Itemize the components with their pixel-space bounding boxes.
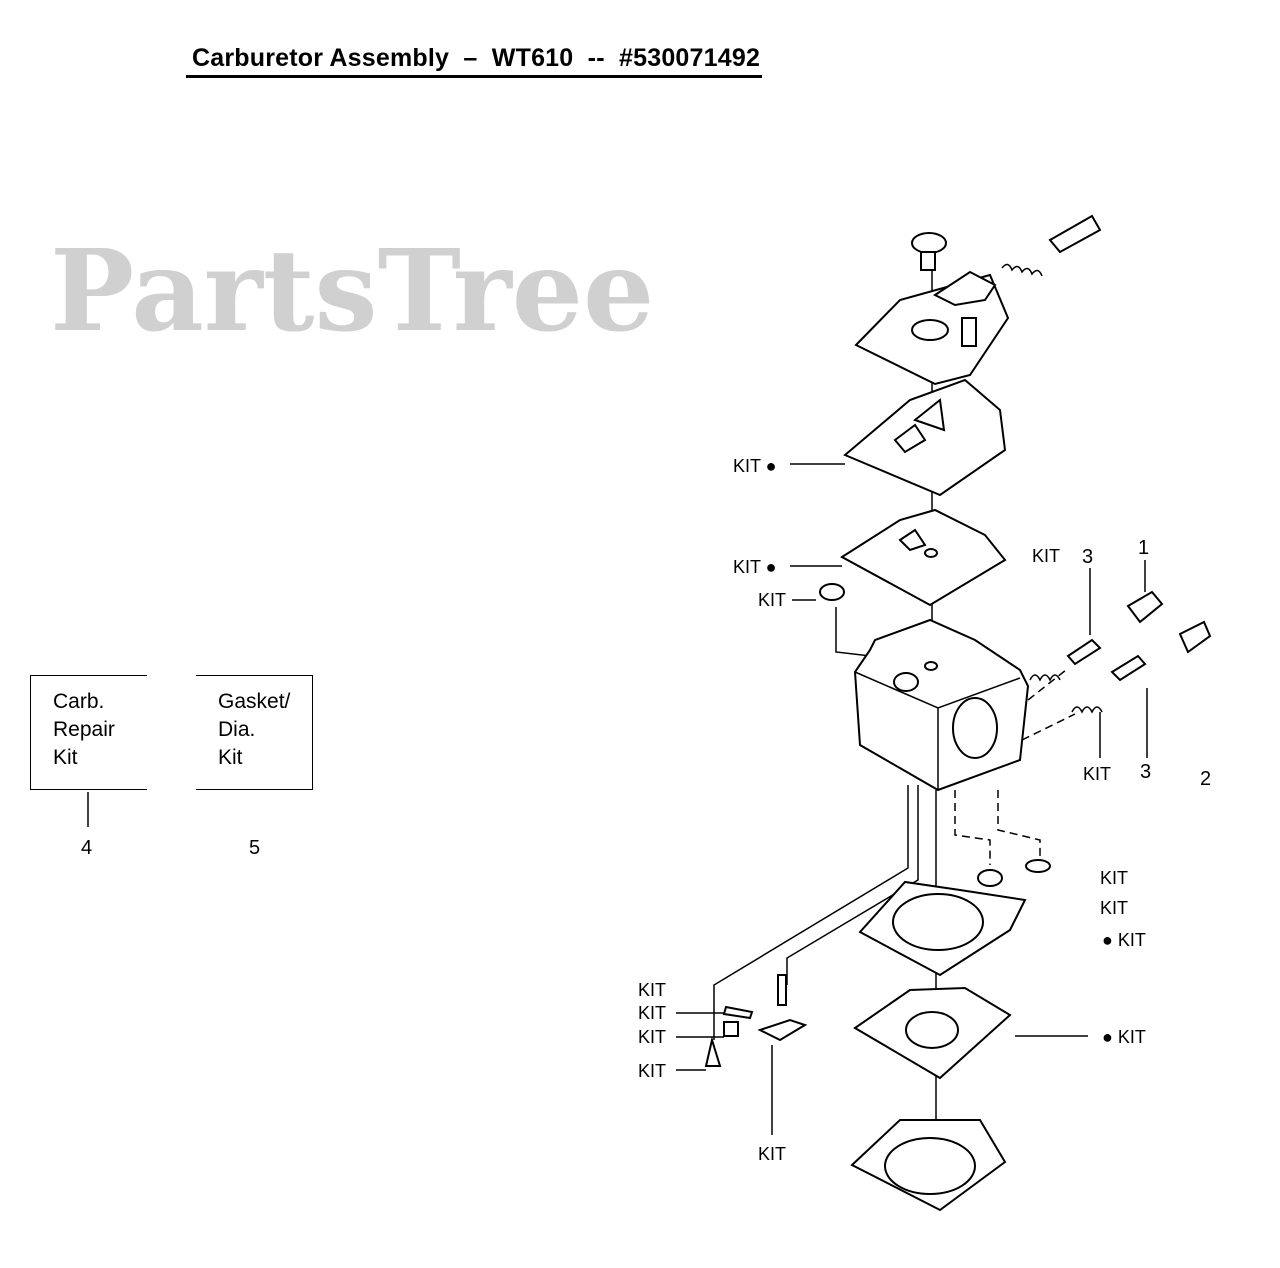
kit-box-line: Kit: [218, 746, 243, 769]
kit-label: ● KIT: [1102, 1027, 1146, 1047]
kit-label: KIT: [1083, 764, 1111, 784]
screw-part: [911, 232, 947, 271]
kit-label: KIT: [1032, 546, 1060, 566]
carburetor-body-part: [853, 618, 1030, 792]
kit-label: KIT: [1100, 868, 1128, 888]
kit-label: KIT: [638, 980, 666, 1000]
gasket-part: [843, 378, 1007, 497]
callout-number: 2: [1200, 768, 1211, 790]
kit-box-line: Repair: [53, 718, 115, 741]
callout-number: 5: [249, 837, 260, 859]
kit-box-line: Kit: [53, 746, 78, 769]
diaphragm-part: [840, 508, 1007, 607]
filter-screen-part: [819, 583, 845, 601]
kit-label: KIT: [638, 1061, 666, 1081]
kit-label: KIT: [1100, 898, 1128, 918]
pump-cover-part: [854, 270, 1010, 386]
metering-cover-part: [850, 1119, 1007, 1212]
o-ring-part: [977, 869, 1003, 887]
gasket-dia-kit-box: Gasket/ Dia. Kit: [196, 675, 313, 790]
callout-number: 4: [81, 837, 92, 859]
kit-label: ● KIT: [1102, 930, 1146, 950]
check-valve-part: [1025, 859, 1051, 873]
pump-gasket-part: [858, 880, 1027, 977]
kit-label: KIT: [638, 1003, 666, 1023]
adjusting-screw-part: [1001, 214, 1102, 277]
diagram-title: Carburetor Assembly – WT610 -- #53007149…: [186, 44, 763, 78]
callout-number: 3: [1082, 546, 1093, 568]
needle-spring-part: [1021, 590, 1212, 741]
kit-label: KIT: [758, 1144, 786, 1164]
kit-box-line: Dia.: [218, 718, 256, 741]
metering-diaphragm-part: [853, 986, 1012, 1080]
kit-box-line: Gasket/: [218, 690, 291, 713]
carb-repair-kit-box: Carb. Repair Kit: [30, 675, 147, 790]
callout-number: 3: [1140, 761, 1151, 783]
callout-number: 1: [1138, 537, 1149, 559]
kit-label: KIT ●: [733, 557, 777, 577]
metering-lever-parts: [704, 974, 808, 1067]
kit-box-line: Carb.: [53, 690, 105, 713]
kit-label: KIT ●: [733, 456, 777, 476]
kit-label: KIT: [758, 590, 786, 610]
watermark: PartsTree: [50, 226, 654, 357]
kit-label: KIT: [638, 1027, 666, 1047]
